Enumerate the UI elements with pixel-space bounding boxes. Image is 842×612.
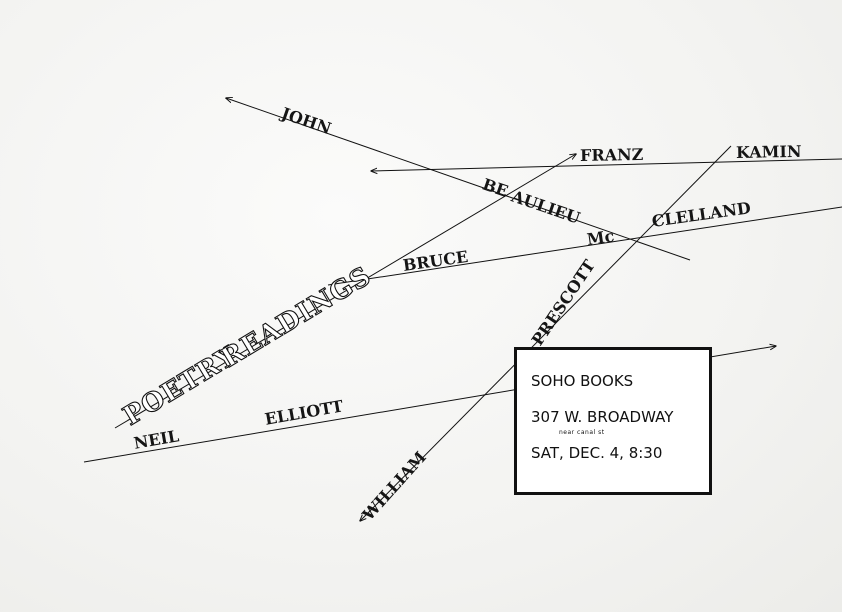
venue-address: 307 W. BROADWAY — [531, 408, 674, 426]
event-date-time: SAT, DEC. 4, 8:30 — [531, 444, 663, 462]
name-mc: Mc — [585, 226, 616, 249]
william-prescott-line — [360, 145, 732, 521]
franz-kamin-line — [371, 158, 842, 171]
cross-street-note: near canal st — [559, 429, 605, 436]
john-beaulieu-line — [226, 98, 691, 261]
bruce-mcclelland-line — [327, 206, 842, 286]
name-franz: FRANZ — [579, 144, 644, 165]
poetry-readings-line — [114, 154, 576, 429]
name-kamin: KAMIN — [735, 141, 802, 162]
venue-name: SOHO BOOKS — [531, 372, 634, 390]
event-info-box: SOHO BOOKS 307 W. BROADWAY near canal st… — [514, 347, 712, 495]
